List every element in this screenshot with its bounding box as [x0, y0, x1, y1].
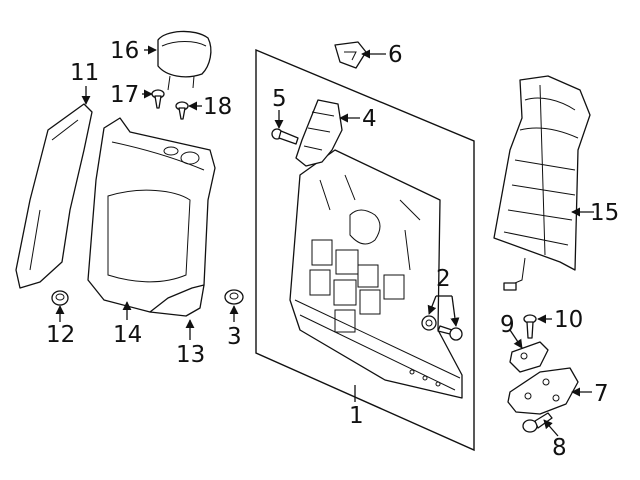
frame-group-panel — [255, 48, 475, 452]
callout-9: 9 — [500, 312, 515, 338]
leader-2b — [450, 295, 460, 327]
screw-17 — [151, 89, 165, 109]
callout-15: 15 — [590, 200, 619, 226]
callout-7: 7 — [594, 381, 609, 407]
latch-9 — [509, 341, 549, 373]
leader-8 — [543, 419, 559, 437]
bolt-8 — [522, 412, 553, 433]
clip-12 — [51, 290, 69, 306]
callout-1: 1 — [349, 403, 364, 429]
callout-16: 16 — [110, 38, 139, 64]
hinge-bracket-7 — [507, 367, 579, 415]
callout-12: 12 — [46, 322, 75, 348]
screw-18 — [175, 101, 189, 120]
small-bracket-6 — [334, 41, 367, 69]
callout-17: 17 — [110, 82, 139, 108]
cover-panel-13 — [149, 284, 205, 317]
callout-14: 14 — [113, 322, 142, 348]
callout-10: 10 — [554, 307, 583, 333]
seat-back-frame — [289, 149, 463, 399]
bolt-5 — [271, 128, 299, 145]
callout-18: 18 — [203, 94, 232, 120]
callout-3: 3 — [227, 324, 242, 350]
headrest-16 — [157, 30, 212, 91]
callout-11: 11 — [70, 60, 99, 86]
callout-2: 2 — [436, 266, 451, 292]
bolt-10 — [523, 314, 537, 339]
bushing-2 — [421, 315, 463, 341]
callout-13: 13 — [176, 342, 205, 368]
leader-9 — [509, 329, 523, 349]
seat-back-cushion-14 — [87, 117, 216, 313]
callout-5: 5 — [272, 86, 287, 112]
callout-6: 6 — [388, 42, 403, 68]
heater-mat-15 — [493, 75, 591, 291]
side-trim-11 — [15, 103, 93, 289]
callout-4: 4 — [362, 106, 377, 132]
grommet-3 — [224, 289, 244, 305]
callout-8: 8 — [552, 435, 567, 461]
leader-2a — [427, 295, 437, 315]
